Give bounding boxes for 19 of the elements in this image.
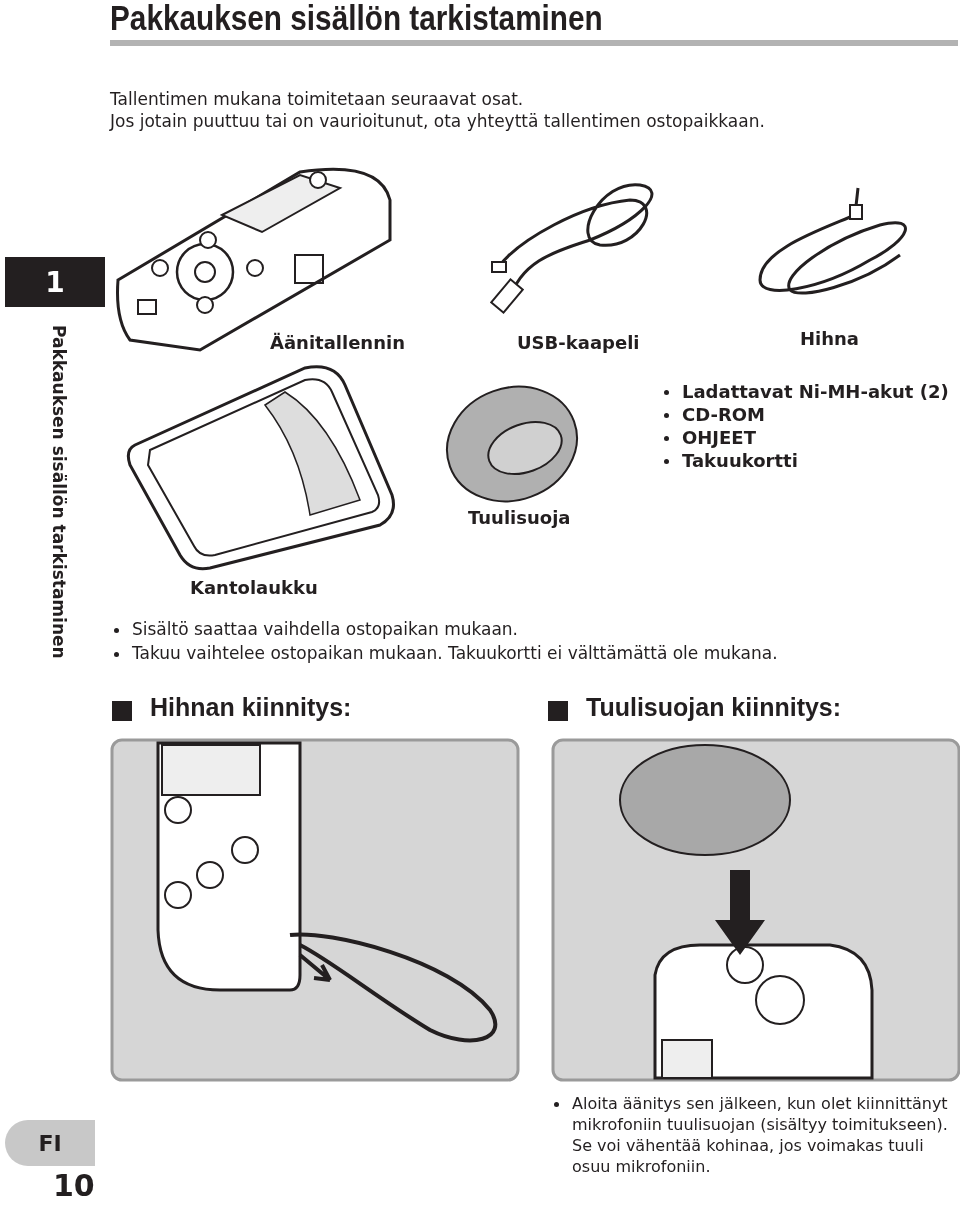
item-label: Tuulisuoja: [468, 507, 572, 528]
page-title: Pakkauksen sisällön tarkistaminen: [110, 0, 603, 38]
item-label: Kantolaukku: [190, 577, 319, 598]
item-label: Hihna: [800, 328, 860, 349]
item-label: Äänitallennin: [270, 332, 406, 353]
intro-text: Jos jotain puuttuu tai on vaurioitunut, ota yhteyttä tallentimen ostopaikkaan.: [110, 111, 766, 132]
page-number: 10: [53, 1175, 96, 1196]
item-label: USB-kaapeli: [517, 332, 641, 353]
section-tab: 1: [5, 257, 105, 307]
list-item: Ladattavat Ni-MH-akut (2): [660, 381, 960, 402]
side-heading: Pakkauksen sisällön tarkistaminen: [48, 325, 69, 659]
list-item: CD-ROM: [660, 404, 960, 425]
list-item: OHJEET: [660, 427, 960, 448]
section-tab: FI: [5, 1120, 95, 1166]
instruction-text: Aloita äänitys sen jälkeen, kun olet kiinnittänyt mikrofoniin tuulisuojan (sisältyy toimitukseen). Se voi vähentää kohinaa, jos voimakas tuuli osuu mikrofoniin.: [550, 1093, 955, 1177]
note-text: Sisältö saattaa vaihdella ostopaikan mukaan.: [110, 619, 910, 640]
intro-text: Tallentimen mukana toimitetaan seuraavat osat.: [110, 89, 525, 110]
note-text: Takuu vaihtelee ostopaikan mukaan. Takuukortti ei välttämättä ole mukana.: [110, 643, 950, 664]
list-item: Takuukortti: [660, 450, 960, 471]
